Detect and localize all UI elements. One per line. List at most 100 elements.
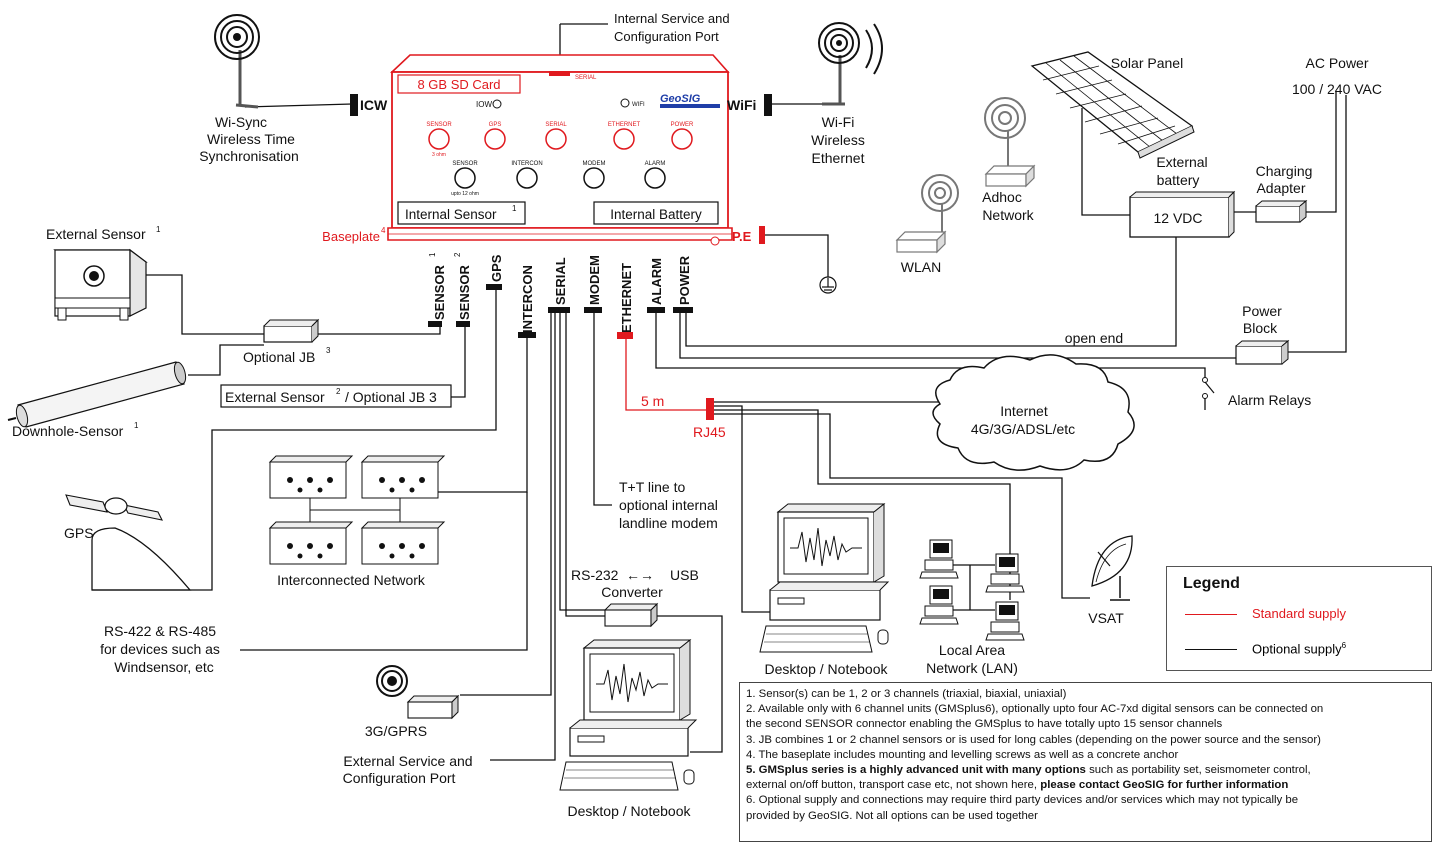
lan-pc-4 [985, 601, 1025, 641]
legend-box: Legend Standard supply Optional supply6 [1166, 566, 1432, 671]
note-5a-rest: such as portability set, seismometer con… [1085, 764, 1311, 777]
wifi-label: WiFi [727, 97, 756, 113]
port-label-modem-black: MODEM [583, 161, 606, 167]
charging-label-2: Adapter [1256, 180, 1305, 196]
legend-optional-sup: 6 [1341, 641, 1347, 650]
note-4: 4. The baseplate includes mounting and l… [746, 748, 1179, 761]
downhole-label: Downhole-Sensor [12, 423, 124, 439]
usb-converter-icon [603, 602, 659, 628]
interconnected-network-label: Interconnected Network [277, 572, 426, 588]
legend-optional-text: Optional supply6 [1252, 641, 1346, 656]
ethernet-red-port [613, 128, 635, 150]
note-2b: the second SENSOR connector enabling the… [746, 718, 1223, 731]
internal-service-label-2: Configuration Port [614, 29, 719, 44]
rj45-connector [706, 398, 714, 420]
ext-sensor2-sup: 2 [336, 387, 341, 396]
tt-label-2: optional internal [619, 497, 718, 513]
internal-sensor-sup: 1 [512, 204, 517, 213]
lan-pc-2 [919, 585, 959, 625]
adhoc-router-icon [984, 97, 1036, 188]
optional-jb-icon [263, 318, 320, 343]
pe-connector [759, 226, 765, 244]
intercon-black-port [516, 167, 538, 189]
icw-label: ICW [360, 97, 388, 113]
port-label-serial-red: SERIAL [545, 122, 567, 128]
iow-label: IOW [476, 100, 492, 109]
gmsplus-unit: 8 GB SD Card SERIAL IOW WIFI GeoSIG SENS… [322, 54, 772, 246]
port-sub-black: upto 12 ohm [451, 191, 479, 197]
lan-pc-3 [985, 553, 1025, 593]
charging-label-1: Charging [1256, 163, 1313, 179]
rs232-label-2: USB [670, 567, 699, 583]
note-5b-bold: please contact GeoSIG for further inform… [1040, 779, 1289, 792]
vsat-label: VSAT [1088, 610, 1124, 626]
connector-gps: GPS [489, 254, 504, 282]
wisync-antenna-icon [214, 14, 260, 109]
gps-satellite-icon [65, 494, 192, 591]
ac-power-label-1: AC Power [1305, 55, 1368, 71]
connector-modem: MODEM [587, 255, 602, 305]
open-end-label: open end [1065, 330, 1123, 346]
port-label-intercon-black: INTERCON [511, 161, 542, 167]
red-ports: SENSOR 3 ohm GPS SERIAL ETHERNET POWER [426, 122, 694, 158]
wifi-label-1: Wi-Fi [822, 114, 855, 130]
serial-red-port [545, 128, 567, 150]
tt-label-3: landline modem [619, 515, 718, 531]
ext-sensor2-box [220, 384, 452, 408]
port-label-power-red: POWER [671, 122, 694, 128]
note-2a: 2. Available only with 6 channel units (… [746, 703, 1324, 716]
gps-label: GPS [64, 525, 94, 541]
lan-computers-icon [919, 539, 1025, 641]
rs232-label-3: Converter [601, 584, 663, 600]
ext-service-label-1: External Service and [343, 753, 472, 769]
connector-sensor-2-sup: 2 [453, 252, 462, 257]
legend-title: Legend [1183, 575, 1240, 592]
desktop-label-1: Desktop / Notebook [568, 803, 692, 819]
note-5b-rest: external on/off button, transport case e… [746, 779, 1041, 792]
optional-jb-label: Optional JB [243, 349, 315, 365]
power-block-label-2: Block [1243, 320, 1278, 336]
legend-optional-label: Optional supply [1252, 641, 1342, 657]
connector-alarm: ALARM [649, 258, 664, 305]
sensor-black-port [454, 167, 476, 189]
wisync-label-3: Synchronisation [199, 148, 299, 164]
power-block-icon [1235, 339, 1290, 365]
ac-power-label-2: 100 / 240 VAC [1292, 81, 1382, 97]
adhoc-label-2: Network [982, 207, 1034, 223]
connector-intercon: INTERCON [520, 265, 535, 333]
gprs-label: 3G/GPRS [365, 723, 427, 739]
wifi-connector [764, 94, 772, 116]
alarm-black-port [644, 167, 666, 189]
sd-card-label: 8 GB SD Card [417, 77, 500, 92]
alarm-relays-label: Alarm Relays [1228, 392, 1311, 408]
baseplate-label: Baseplate [322, 229, 380, 244]
vdc-label: 12 VDC [1153, 210, 1202, 226]
port-label-gps-red: GPS [489, 122, 502, 128]
internet-label-2: 4G/3G/ADSL/etc [971, 421, 1075, 437]
modem-black-port [583, 167, 605, 189]
legend-standard-label: Standard supply [1252, 606, 1346, 621]
charging-adapter-icon [1255, 199, 1308, 223]
external-battery-icon [1129, 190, 1236, 238]
note-5b: external on/off button, transport case e… [746, 778, 1425, 793]
adhoc-label-1: Adhoc [982, 189, 1022, 205]
connector-sensor-2: SENSOR [457, 264, 472, 320]
note-6a: 6. Optional supply and connections may r… [746, 794, 1299, 807]
network-unit-2 [360, 455, 446, 499]
gprs-antenna-icon [376, 665, 460, 720]
port-label-ethernet-red: ETHERNET [608, 122, 641, 128]
note-1: 1. Sensor(s) can be 1, 2 or 3 channels (… [746, 688, 1067, 700]
connector-power: POWER [677, 255, 692, 305]
desktop-computer-1-icon [559, 638, 698, 791]
wlan-router-icon [895, 174, 959, 254]
port-label-sensor-black: SENSOR [452, 161, 478, 167]
external-sensor-label: External Sensor [46, 226, 146, 242]
alarm-relay-switch-icon [1202, 377, 1215, 399]
baseplate-sup: 4 [381, 226, 386, 235]
internet-label-1: Internet [1000, 403, 1048, 419]
connector-labels: SENSOR 1 SENSOR 2 GPS INTERCON SERIAL MO… [428, 252, 693, 339]
port-label-sensor-red: SENSOR [426, 122, 452, 128]
rs422-label-3: Windsensor, etc [114, 659, 214, 675]
rs422-label-2: for devices such as [100, 641, 220, 657]
